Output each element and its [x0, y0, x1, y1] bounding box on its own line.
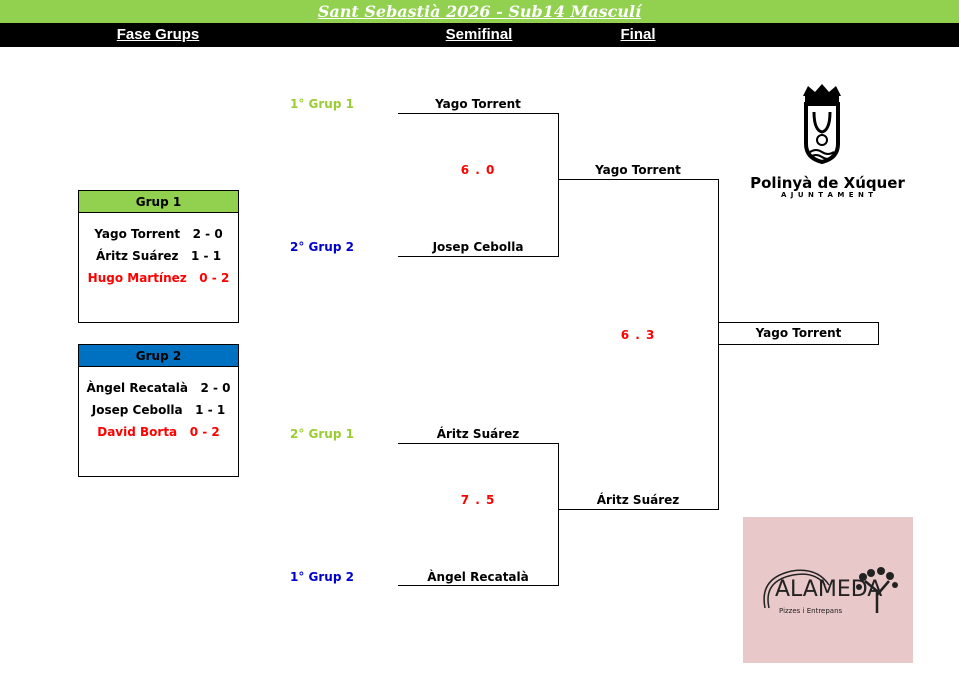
semi-score: 7 . 5	[460, 493, 496, 507]
seed-label: 1° Grup 2	[290, 570, 354, 584]
final-team: Áritz Suárez	[596, 493, 680, 507]
semi-team: Áritz Suárez	[436, 427, 520, 441]
sponsor-name: ALAMEDA	[775, 577, 883, 602]
seed-label: 1° Grup 1	[290, 97, 354, 111]
bracket-line	[398, 585, 559, 586]
semi-team: Yago Torrent	[435, 97, 521, 111]
group-row: Yago Torrent 2 - 0	[94, 227, 223, 241]
sponsor-subtitle: Pizzes i Entrepans	[779, 607, 843, 615]
bracket-line	[558, 443, 559, 586]
group-2-box: Grup 2 Àngel Recatalà 2 - 0 Josep Ceboll…	[78, 344, 239, 477]
group-row: David Borta 0 - 2	[97, 425, 220, 439]
semi-team: Àngel Recatalà	[427, 570, 529, 584]
title-bar: Sant Sebastià 2026 - Sub14 Masculí	[0, 0, 959, 23]
seed-label: 2° Grup 2	[290, 240, 354, 254]
sponsor-logo: ALAMEDA Pizzes i Entrepans	[743, 517, 913, 663]
bracket-line	[398, 113, 559, 114]
bracket-line	[558, 113, 559, 257]
final-score: 6 . 3	[620, 328, 656, 342]
group-header: Grup 2	[79, 345, 238, 367]
nav-final[interactable]: Final	[620, 26, 656, 43]
semi-score: 6 . 0	[460, 163, 496, 177]
sponsor-graphic-icon	[763, 567, 898, 613]
nav-bar: Fase Grups Semifinal Final	[0, 23, 959, 47]
group-row: Áritz Suárez 1 - 1	[95, 249, 222, 263]
bracket-line	[558, 179, 719, 180]
group-row: Josep Cebolla 1 - 1	[91, 403, 226, 417]
nav-semifinal[interactable]: Semifinal	[445, 26, 513, 43]
page-title: Sant Sebastià 2026 - Sub14 Masculí	[317, 2, 642, 21]
nav-groups[interactable]: Fase Grups	[116, 26, 200, 43]
champion-box: Yago Torrent	[718, 322, 879, 345]
final-team: Yago Torrent	[595, 163, 681, 177]
bracket-line	[398, 256, 559, 257]
semi-team: Josep Cebolla	[432, 240, 524, 254]
town-logo: Polinyà de Xúquer A J U N T A M E N T	[750, 82, 905, 202]
bracket-line	[558, 509, 719, 510]
coat-of-arms-icon	[803, 84, 841, 165]
group-row: Hugo Martínez 0 - 2	[87, 271, 230, 285]
seed-label: 2° Grup 1	[290, 427, 354, 441]
town-subtitle: A J U N T A M E N T	[780, 191, 875, 199]
group-1-box: Grup 1 Yago Torrent 2 - 0 Áritz Suárez 1…	[78, 190, 239, 323]
bracket-line	[398, 443, 559, 444]
group-row: Àngel Recatalà 2 - 0	[86, 381, 231, 395]
group-header: Grup 1	[79, 191, 238, 213]
town-name: Polinyà de Xúquer	[750, 174, 905, 192]
